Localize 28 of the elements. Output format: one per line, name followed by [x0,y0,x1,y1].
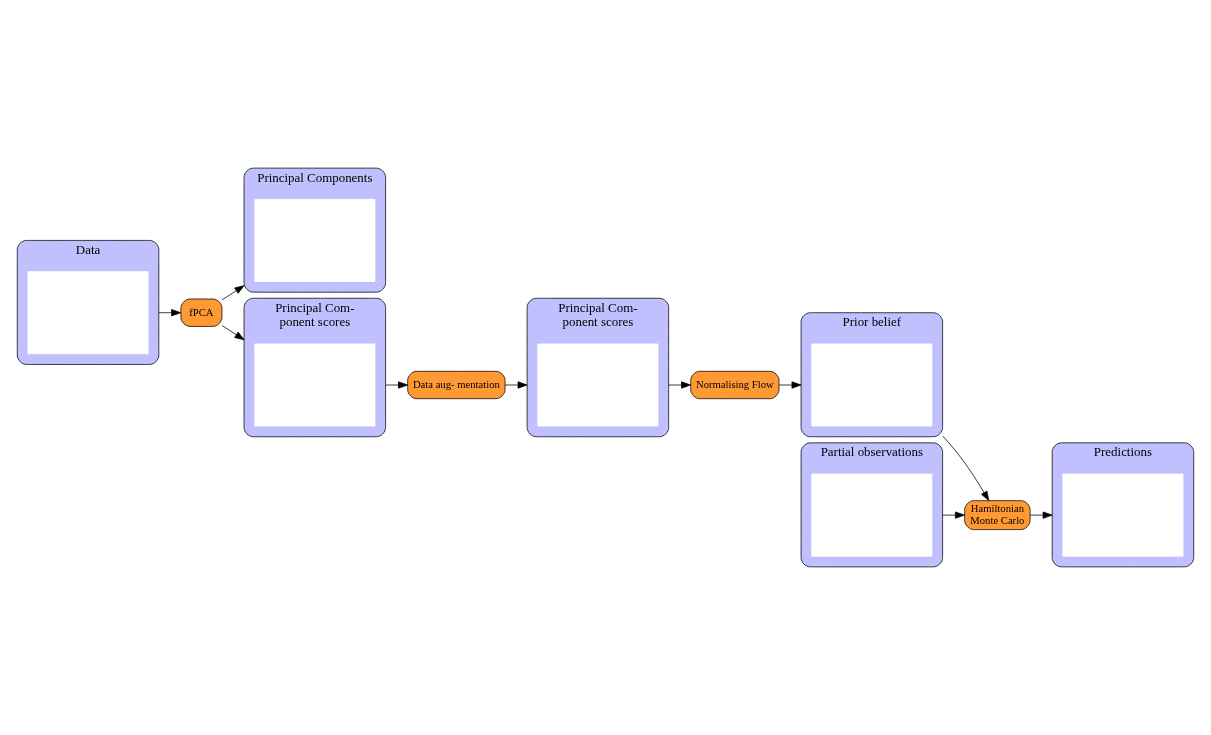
cluster: Principal Components [243,167,386,293]
arrow [942,511,965,519]
cluster: Principal Com- ponent scores [526,297,670,438]
cluster: Data [16,240,160,365]
arrow [668,381,691,389]
node-box: Data aug- mentation [407,370,506,400]
node-box [27,271,149,355]
node-box: Hamiltonian Monte Carlo [964,500,1031,530]
node-box [1062,473,1184,557]
cluster: Partial observations [800,442,943,568]
arrow [942,435,990,501]
node-box: Normalising Flow [690,370,780,400]
cluster: Prior belief [800,312,943,438]
cluster: Predictions [1051,442,1195,568]
arrow [221,285,245,301]
arrow [1030,511,1053,519]
node-box [811,473,933,557]
node-box: fPCA [180,298,223,327]
arrow [504,381,528,389]
arrow [385,381,408,389]
node-box [811,343,933,427]
node-box [254,343,376,427]
node-box [254,198,376,282]
arrow [221,325,245,341]
node-box [537,343,659,427]
arrow [158,309,182,317]
arrow [778,381,802,389]
cluster: Principal Com- ponent scores [243,297,386,438]
